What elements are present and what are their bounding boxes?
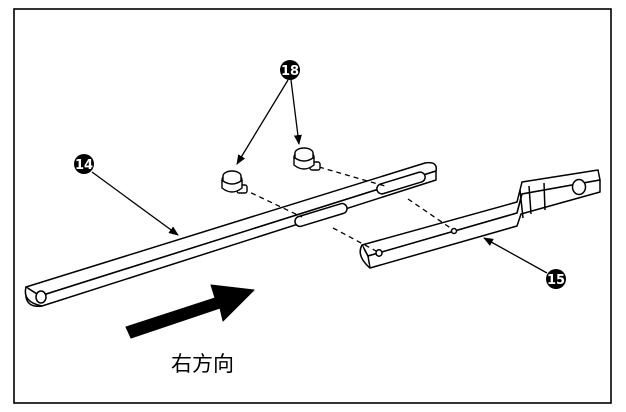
leader-lines [91, 79, 548, 274]
screw-left [221, 170, 248, 194]
callout-14: 14 [74, 154, 94, 174]
direction-arrow-icon [125, 284, 255, 339]
leader-18-left [236, 79, 289, 165]
svg-text:18: 18 [281, 64, 299, 79]
short-bar-mid-hole [450, 227, 458, 235]
long-bar-end-hole [35, 290, 47, 304]
screw-right [293, 147, 321, 171]
short-bar-end-hole [571, 178, 587, 196]
long-bar-part [24, 161, 438, 308]
long-bar-slot-right [376, 171, 426, 195]
short-bar-left-hole [375, 249, 383, 257]
svg-text:14: 14 [75, 158, 93, 173]
leader-14 [91, 171, 179, 236]
leader-18-right [290, 79, 302, 145]
direction-label: 右方向 [171, 352, 234, 376]
long-bar-slot-left [294, 202, 348, 228]
alignment-lines [242, 166, 453, 253]
svg-text:15: 15 [547, 273, 565, 288]
short-bar-part [359, 169, 601, 269]
callout-15: 15 [546, 269, 566, 289]
leader-15 [483, 237, 548, 274]
callout-18: 18 [280, 60, 300, 80]
